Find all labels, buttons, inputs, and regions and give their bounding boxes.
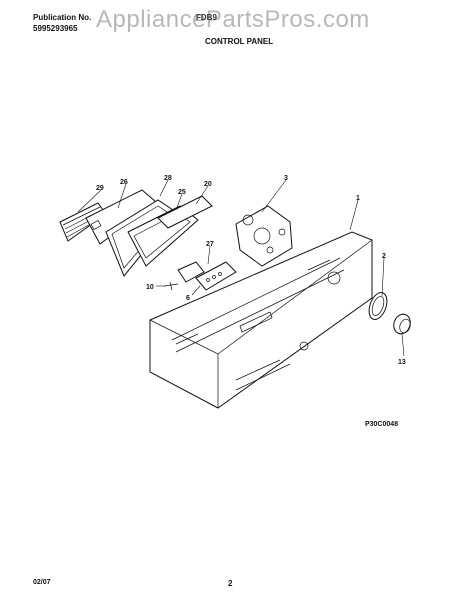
part-13-knob [393,313,411,335]
callout-25: 25 [178,189,186,196]
watermark: AppliancePartsPros.com [96,6,370,33]
figure-code: P30C0048 [365,421,399,428]
callout-28: 28 [164,175,172,182]
publication-number: 5995293965 [33,24,78,33]
callout-20: 20 [204,181,212,188]
page-number: 2 [228,579,233,588]
publication-label: Publication No. [33,13,92,22]
callout-27: 27 [206,241,214,248]
callout-2: 2 [382,253,386,260]
callout-26: 26 [120,179,128,186]
part-27-switch [177,261,237,291]
part-2-knob-ring [368,292,388,320]
part-1-control-panel [149,231,373,409]
model-number: FDB9 [196,13,217,22]
section-title: CONTROL PANEL [205,37,274,46]
footer-date: 02/07 [33,579,51,586]
part-3-timer [235,205,293,267]
callout-6: 6 [186,295,190,302]
part-10-screw [163,281,179,291]
callout-10: 10 [146,284,154,291]
callout-13: 13 [398,359,406,366]
callout-29: 29 [96,185,104,192]
callout-1: 1 [356,195,360,202]
callout-3: 3 [284,175,288,182]
part-20-cover [157,195,213,229]
callout-leaders [77,179,405,357]
